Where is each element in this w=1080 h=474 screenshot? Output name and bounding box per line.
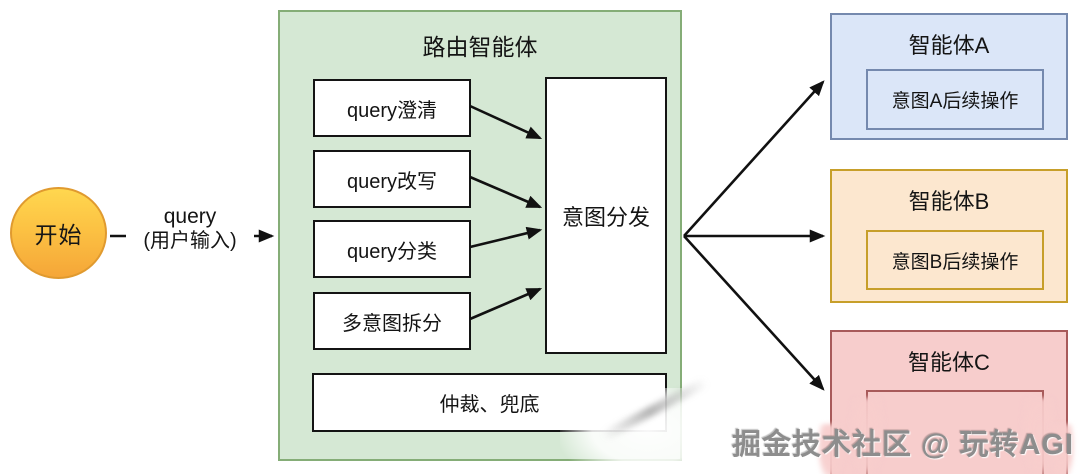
router-title: 路由智能体 (422, 34, 538, 60)
watermark-text: 掘金技术社区 @ 玩转AGI (732, 429, 1074, 461)
module-query-rewrite: query改写 (313, 150, 471, 208)
start-node: 开始 (10, 187, 107, 279)
arbitration-fallback-box: 仲裁、兜底 (312, 373, 667, 432)
router-agent-container: 路由智能体 query澄清 query改写 query分类 多意图拆分 意图分发… (278, 10, 682, 461)
module-query-clarification: query澄清 (313, 79, 471, 137)
module-query-classification: query分类 (313, 220, 471, 278)
query-input-label: query (用户输入) (126, 202, 254, 256)
query-input-label-line1: query (163, 205, 217, 228)
agent-b-title: 智能体B (908, 189, 990, 214)
agent-a-box: 智能体A 意图A后续操作 (830, 13, 1068, 140)
start-label: 开始 (34, 222, 83, 248)
arrow-dispatch-to-agent-a (683, 80, 825, 237)
agent-b-action-box: 意图B后续操作 (866, 230, 1044, 290)
agent-b-box: 智能体B 意图B后续操作 (830, 169, 1068, 303)
agent-a-title: 智能体A (908, 33, 990, 58)
arrow-dispatch-to-agent-c (683, 235, 825, 391)
module-multi-intent-split: 多意图拆分 (313, 292, 471, 350)
query-input-label-line2: (用户输入) (143, 230, 237, 253)
intent-dispatch-box: 意图分发 (545, 77, 667, 354)
agent-c-title: 智能体C (908, 350, 990, 375)
agent-a-action-box: 意图A后续操作 (866, 69, 1044, 130)
